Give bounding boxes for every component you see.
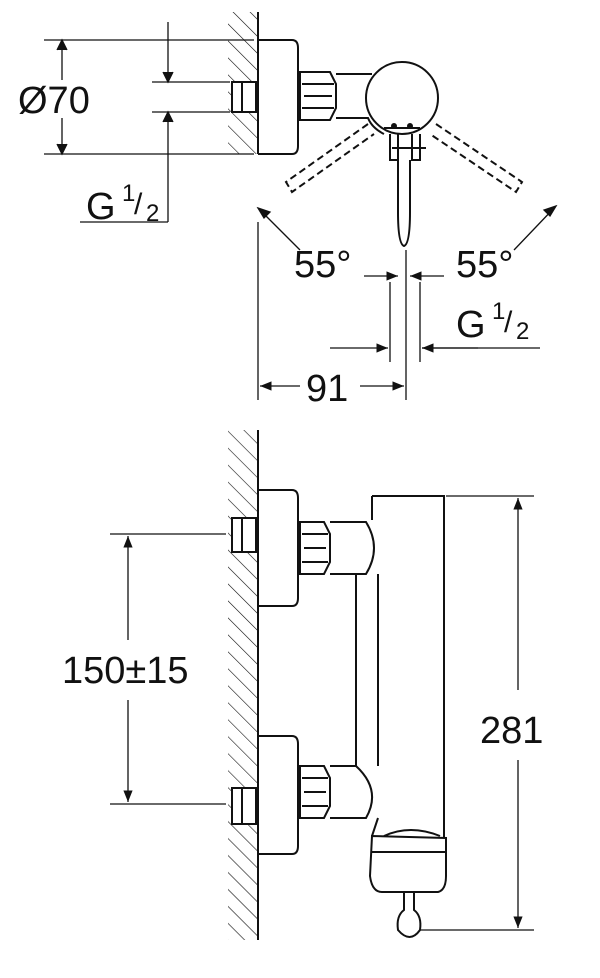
lever-swing-right — [429, 123, 524, 194]
thread-slash-left: / — [134, 188, 143, 221]
connector-top — [336, 73, 385, 135]
dim-depth — [257, 222, 407, 400]
outlet-spout — [396, 892, 422, 938]
lever-swing-left — [284, 123, 375, 194]
rosette-lower — [258, 735, 299, 855]
front-view — [110, 430, 534, 940]
dim-thread-left — [80, 22, 230, 223]
mixer-body-front — [371, 495, 445, 838]
dim-diameter — [44, 38, 254, 156]
angle-label-left: 55° — [294, 244, 352, 286]
thread-label-right: G 1 / 2 — [456, 300, 536, 346]
height-label: 281 — [480, 710, 544, 752]
thread-g-left: G — [86, 186, 116, 228]
pipe-stub-lower — [231, 787, 257, 825]
thread-den-left: 2 — [146, 200, 160, 227]
diameter-label: Ø70 — [18, 80, 90, 122]
hex-nut-lower — [299, 765, 331, 819]
thread-num-left: 1 — [122, 180, 136, 207]
dim-height — [420, 495, 534, 931]
pipe-stub-upper — [231, 517, 257, 553]
hex-nut-upper — [299, 521, 331, 575]
rosette-upper — [258, 489, 299, 607]
hex-nut-top — [299, 71, 337, 121]
wall-hatch-front — [228, 430, 258, 940]
connector-lower — [330, 765, 374, 819]
outlet-front — [368, 834, 447, 893]
dim-spacing — [110, 533, 226, 805]
pipe-stub-top — [231, 81, 257, 113]
thread-den-right: 2 — [516, 318, 530, 345]
thread-num-right: 1 — [492, 298, 506, 325]
rosette-top — [258, 39, 299, 155]
dim-thread-right — [330, 282, 540, 362]
thread-slash-right: / — [504, 306, 513, 339]
lever-stem-top — [397, 160, 411, 248]
depth-label: 91 — [306, 368, 349, 410]
connector-upper — [330, 521, 375, 575]
dim-angles — [256, 204, 558, 281]
spacing-label: 150±15 — [62, 650, 189, 692]
thread-label-left: G 1 / 2 — [86, 182, 166, 228]
thread-g-right: G — [456, 304, 486, 346]
angle-label-right: 55° — [456, 244, 514, 286]
top-view — [44, 12, 558, 400]
mixer-body-top — [365, 61, 439, 135]
